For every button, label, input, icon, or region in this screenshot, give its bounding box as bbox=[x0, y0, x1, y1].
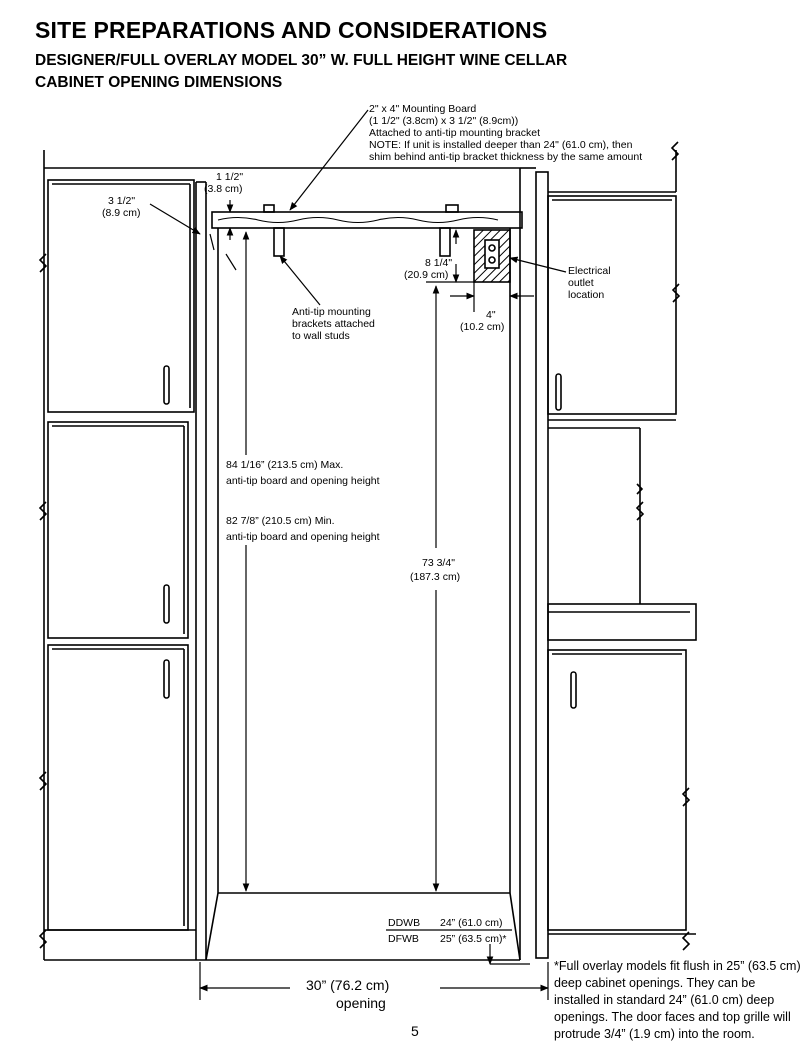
electrical-outlet bbox=[473, 229, 511, 283]
right-lower-cabinet bbox=[547, 649, 687, 931]
right-side-panel bbox=[535, 171, 549, 959]
mounting-board bbox=[211, 204, 523, 257]
footnote: *Full overlay models fit flush in 25” (6… bbox=[554, 959, 801, 1041]
electrical-outlet-label: Electrical outlet location bbox=[568, 265, 614, 301]
opening-width-label: 30” (76.2 cm) opening bbox=[306, 977, 393, 1011]
right-cabinet-bank bbox=[547, 141, 697, 951]
right-counter-top bbox=[547, 603, 697, 641]
anti-tip-bracket-right bbox=[439, 227, 451, 257]
left-upper-door bbox=[47, 179, 195, 413]
mounting-board-label: 2" x 4" Mounting Board (1 1/2" (3.8cm) x… bbox=[369, 103, 642, 163]
subtitle-line-1: DESIGNER/FULL OVERLAY MODEL 30” W. FULL … bbox=[35, 52, 568, 69]
anti-tip-brackets-label: Anti-tip mounting brackets attached to w… bbox=[292, 306, 378, 342]
left-upper-handle bbox=[163, 365, 170, 405]
cabinet-opening bbox=[205, 167, 549, 961]
right-lower-handle bbox=[570, 671, 577, 709]
left-middle-door bbox=[47, 421, 189, 639]
subtitle-line-2: CABINET OPENING DIMENSIONS bbox=[35, 74, 283, 91]
unit-height-label: 73 3/4" (187.3 cm) bbox=[410, 557, 460, 583]
board-thickness-label: 1 1/2" (3.8 cm) bbox=[204, 171, 246, 195]
board-depth-label: 3 1/2" (8.9 cm) bbox=[102, 195, 141, 219]
page-number: 5 bbox=[411, 1023, 419, 1039]
depth-ddwb-value: 24” (61.0 cm) bbox=[440, 917, 502, 929]
min-height-label: 82 7/8” (210.5 cm) Min. anti-tip board a… bbox=[226, 515, 380, 543]
page-subtitle: DESIGNER/FULL OVERLAY MODEL 30” W. FULL … bbox=[35, 50, 735, 94]
outlet-offset-label: 4" (10.2 cm) bbox=[460, 309, 504, 333]
left-middle-handle bbox=[163, 584, 170, 624]
page-title: SITE PREPARATIONS AND CONSIDERATIONS bbox=[35, 17, 548, 43]
dimension-lines bbox=[149, 109, 567, 1000]
outlet-drop-label: 8 1/4" (20.9 cm) bbox=[404, 257, 455, 281]
left-lower-door bbox=[47, 644, 189, 931]
depth-dfwb-model: DFWB bbox=[388, 933, 419, 945]
anti-tip-bracket-left bbox=[273, 227, 285, 257]
left-cabinet-bank bbox=[38, 150, 520, 961]
max-height-label: 84 1/16” (213.5 cm) Max. anti-tip board … bbox=[226, 459, 380, 487]
right-upper-handle bbox=[555, 373, 562, 411]
depth-dfwb-value: 25” (63.5 cm)* bbox=[440, 933, 507, 945]
depth-ddwb-model: DDWB bbox=[388, 917, 420, 929]
left-lower-handle bbox=[163, 659, 170, 699]
right-upper-cabinet bbox=[547, 195, 677, 415]
